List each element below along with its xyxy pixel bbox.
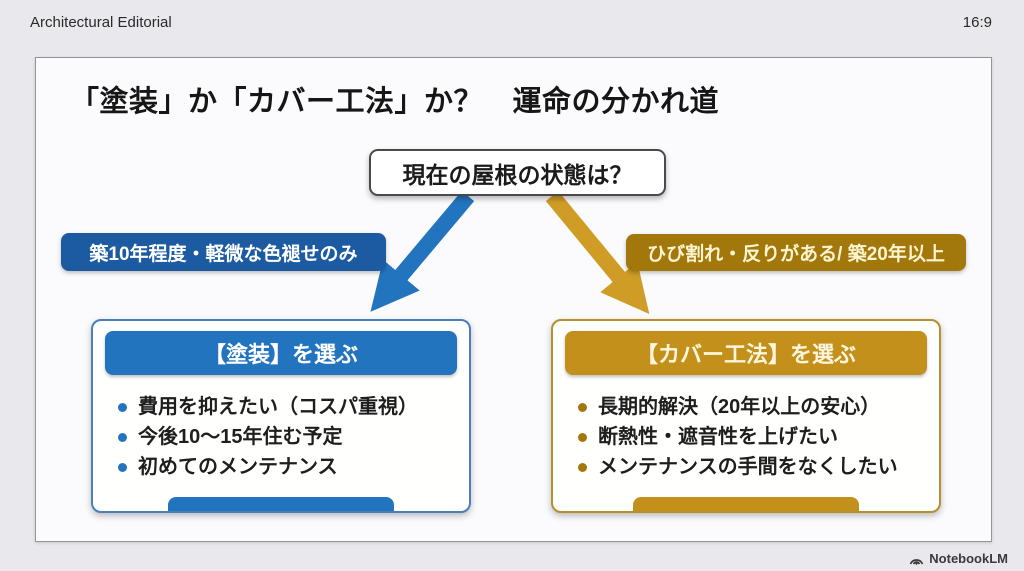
option-card-paint-title: 【塗装】を選ぶ [105,331,457,375]
list-item: 断熱性・遮音性を上げたい [578,422,939,452]
condition-pill-cover-label: ひび割れ・反りがある/ 築20年以上 [647,244,945,265]
bullet-dot-icon [578,402,587,412]
bullet-dot-icon [118,462,127,472]
brand-name: NotebookLM [929,551,1008,566]
option-card-cover-title: 【カバー工法】を選ぶ [565,331,927,375]
bullet-text: 初めてのメンテナンス [138,456,338,478]
list-item: 初めてのメンテナンス [118,452,469,482]
condition-pill-cover: ひび割れ・反りがある/ 築20年以上 [626,234,966,271]
bullet-dot-icon [578,432,587,442]
question-box: 現在の屋根の状態は？ [369,149,666,196]
list-item: メンテナンスの手間をなくしたい [578,452,939,482]
branch-arrows [370,190,650,314]
slide-canvas: 「塗装」か「カバー工法」か？ 運命の分かれ道 現在の屋根の状態は？ 築10年程度… [35,57,992,542]
option-card-cover: 【カバー工法】を選ぶ 長期的解決（20年以上の安心） 断熱性・遮音性を上げたい … [551,319,941,513]
list-item: 費用を抑えたい（コスパ重視） [118,392,469,422]
document-title: Architectural Editorial [30,14,172,31]
aspect-ratio-label: 16:9 [962,14,992,31]
bullet-dot-icon [118,402,127,412]
bullet-dot-icon [118,432,127,442]
condition-pill-paint: 築10年程度・軽微な色褪せのみ [61,233,386,271]
list-item: 今後10〜15年住む予定 [118,422,469,452]
slide-title: 「塗装」か「カバー工法」か？ 運命の分かれ道 [70,86,720,118]
bullet-text: メンテナンスの手間をなくしたい [598,456,898,478]
bullet-text: 費用を抑えたい（コスパ重視） [138,396,418,418]
top-bar: Architectural Editorial 16:9 [30,14,992,31]
bullet-dot-icon [578,462,587,472]
brand-watermark: NotebookLM [909,551,1008,566]
bullet-text: 断熱性・遮音性を上げたい [598,426,838,448]
list-item: 長期的解決（20年以上の安心） [578,392,939,422]
question-text: 現在の屋根の状態は？ [402,161,633,188]
notebooklm-logo-icon [909,558,924,565]
blue-arrow [370,190,475,312]
bullet-text: 今後10〜15年住む予定 [138,426,343,448]
bullet-text: 長期的解決（20年以上の安心） [598,396,881,418]
condition-pill-paint-label: 築10年程度・軽微な色褪せのみ [89,243,358,265]
option-card-paint-bullets: 費用を抑えたい（コスパ重視） 今後10〜15年住む予定 初めてのメンテナンス [93,392,469,482]
gold-arrow [545,190,650,314]
option-card-paint: 【塗装】を選ぶ 費用を抑えたい（コスパ重視） 今後10〜15年住む予定 初めての… [91,319,471,513]
card-footer-accent-bar [633,497,859,511]
option-card-cover-bullets: 長期的解決（20年以上の安心） 断熱性・遮音性を上げたい メンテナンスの手間をな… [553,392,939,482]
card-footer-accent-bar [168,497,394,511]
